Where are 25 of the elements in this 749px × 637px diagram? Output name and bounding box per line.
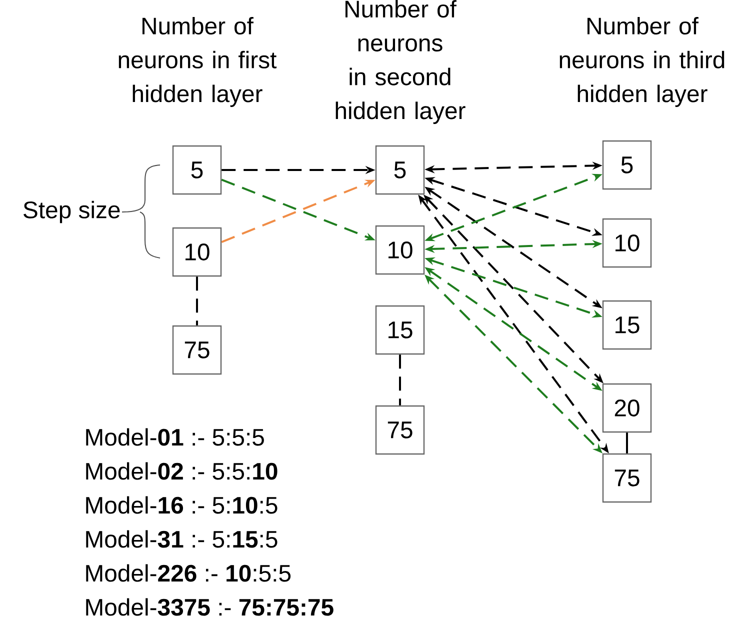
number-box: 5 <box>172 145 222 195</box>
number-box: 15 <box>602 300 652 350</box>
column-heading: Number of neurons in first hidden layer <box>118 16 277 108</box>
model-line: Model-02 :- 5:5:10 <box>86 462 278 480</box>
model-line: Model-01 :- 5:5:5 <box>86 428 264 446</box>
column-heading: Number of neurons in third hidden layer <box>560 16 724 108</box>
number-box: 75 <box>172 325 222 375</box>
model-line: Model-226 :- 10:5:5 <box>86 564 291 582</box>
connector-line <box>626 432 628 454</box>
number-box: 75 <box>602 453 652 503</box>
number-box: 5 <box>602 140 652 190</box>
connector-line <box>196 276 198 326</box>
connector-line <box>399 354 401 406</box>
column-heading: Number of neurons in second hidden layer <box>336 0 466 124</box>
brace-label: Step size <box>24 200 120 224</box>
model-line: Model-31 :- 5:15:5 <box>86 530 278 548</box>
number-box: 10 <box>602 218 652 268</box>
number-box: 20 <box>602 383 652 433</box>
model-line: Model-16 :- 5:10:5 <box>86 496 278 514</box>
number-box: 5 <box>375 145 425 195</box>
model-line: Model-3375 :- 75:75:75 <box>86 598 334 616</box>
number-box: 75 <box>375 405 425 455</box>
number-box: 10 <box>172 227 222 277</box>
number-box: 10 <box>375 225 425 275</box>
number-box: 15 <box>375 305 425 355</box>
